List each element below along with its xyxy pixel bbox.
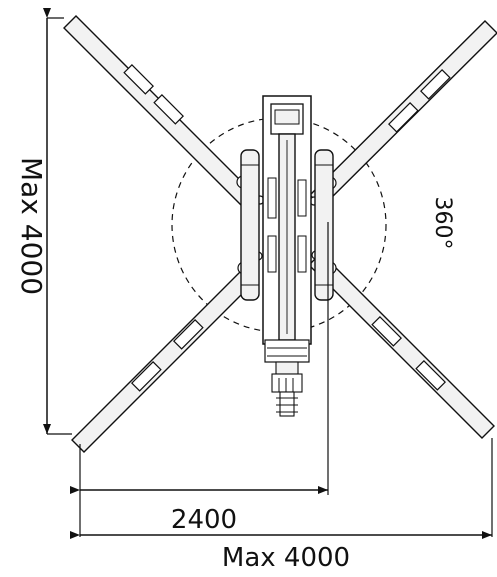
outrigger-top-right [309, 20, 497, 208]
width-max-4000-dimension [70, 438, 493, 539]
outrigger-bottom-right [308, 250, 495, 439]
outrigger-top-left [63, 15, 265, 209]
inner-width-label: 2400 [171, 505, 237, 535]
outrigger-bottom-left [71, 251, 263, 453]
height-dimension [43, 8, 72, 435]
height-label: Max 4000 [15, 157, 48, 295]
width-2400-dimension [70, 222, 329, 537]
rotation-label: 360° [430, 197, 455, 250]
outer-width-label: Max 4000 [222, 543, 350, 573]
machine-body [240, 95, 334, 417]
